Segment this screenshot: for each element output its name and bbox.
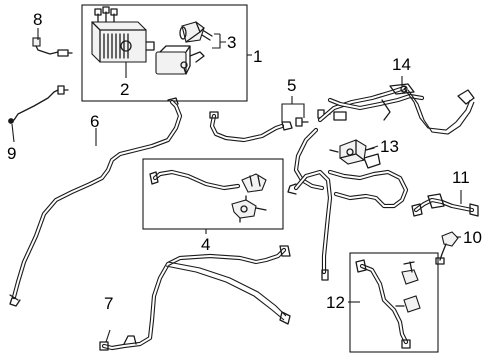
leader-lines [11, 28, 462, 343]
callout-4: 4 [201, 235, 210, 254]
vapor-canister [91, 6, 155, 63]
callout-8: 8 [33, 10, 42, 29]
callout-13: 13 [380, 137, 399, 156]
callout-9: 9 [7, 144, 16, 163]
callout-5: 5 [287, 76, 296, 95]
callout-2: 2 [120, 80, 129, 99]
sensor-wire-8 [32, 37, 73, 57]
group-frame-1 [81, 4, 248, 102]
callout-7: 7 [104, 294, 113, 313]
callout-1: 1 [253, 47, 262, 66]
callout-12: 12 [326, 293, 345, 312]
hose-assembly-12 [355, 259, 421, 349]
hose-11 [411, 193, 479, 217]
callout-14: 14 [392, 55, 411, 74]
solenoid-valve-13 [329, 139, 375, 165]
callout-11: 11 [452, 168, 470, 187]
callout-6: 6 [90, 112, 99, 131]
vapor-line-7 [99, 245, 291, 351]
sensor-10 [435, 231, 459, 265]
purge-valve [155, 21, 213, 75]
vapor-line-6 [9, 97, 183, 307]
callout-3: 3 [227, 33, 236, 52]
hose-assembly-4 [149, 169, 267, 223]
callout-10: 10 [463, 228, 482, 247]
tube-harness-14 [287, 83, 475, 281]
sensor-wire-9 [8, 85, 69, 124]
group-frame-4 [142, 158, 284, 230]
